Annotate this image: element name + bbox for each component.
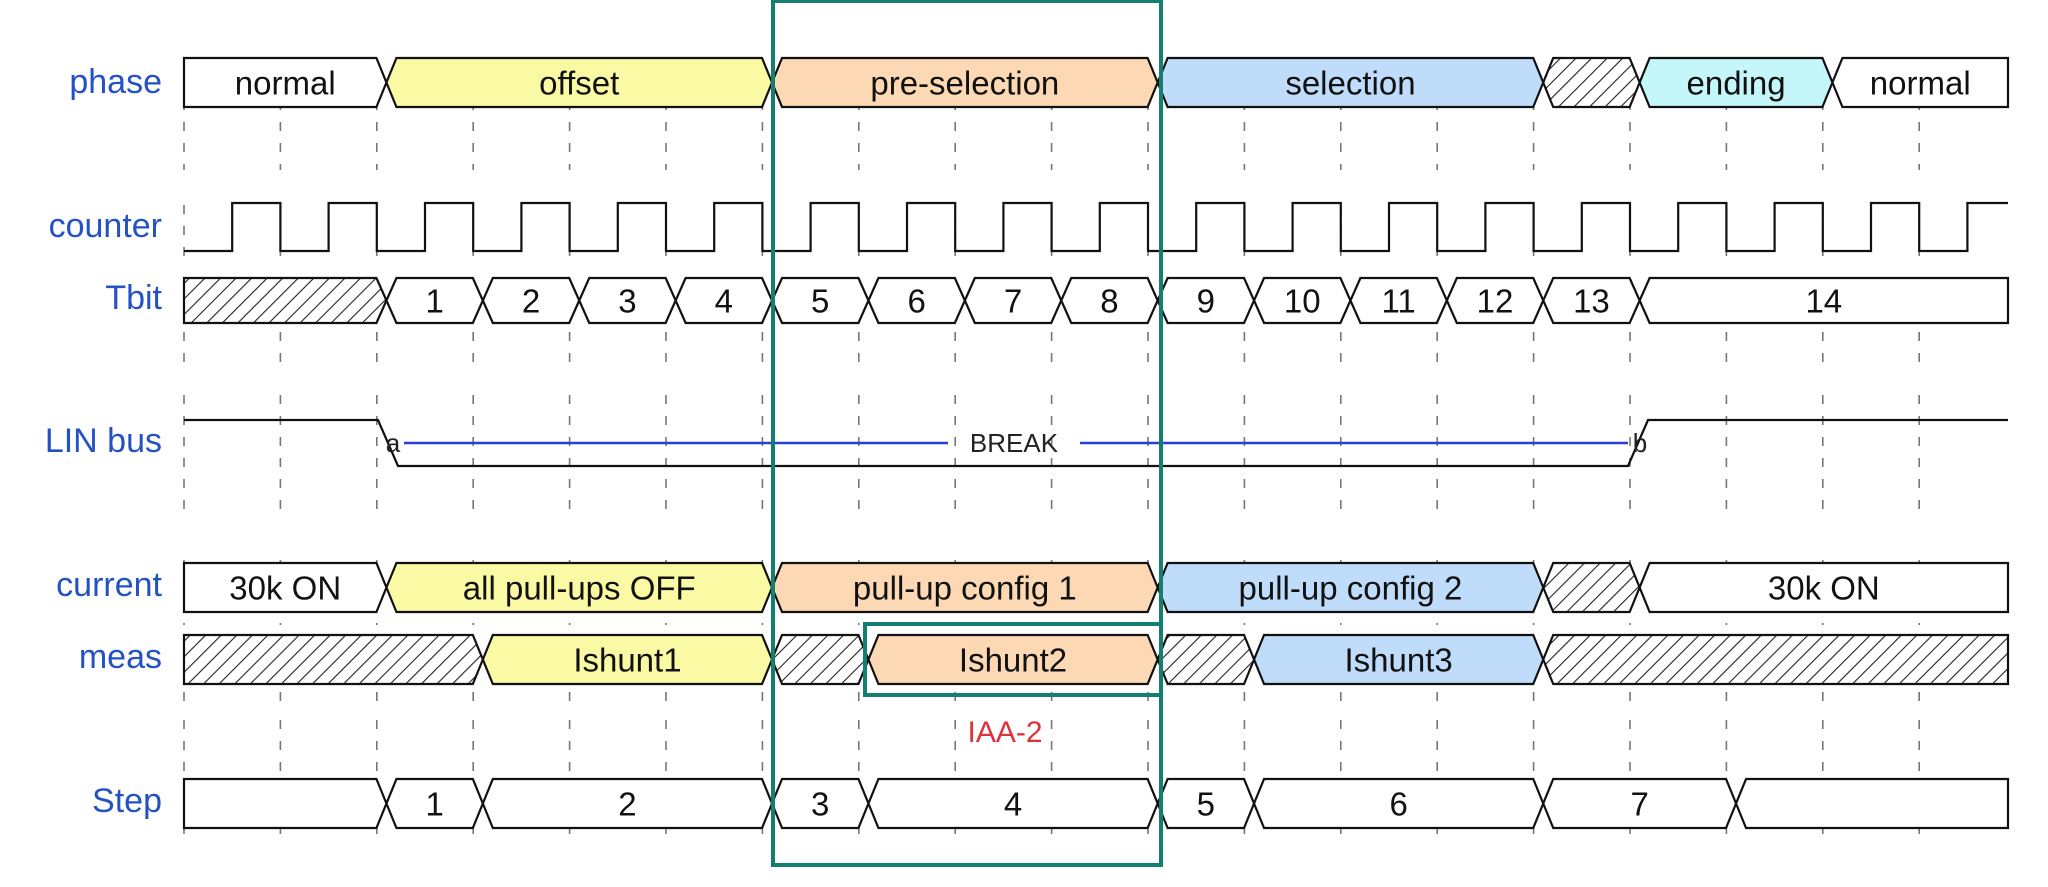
tbit-segment: [1445, 276, 1545, 325]
meas-segment: [867, 633, 1159, 686]
step-segment-label: 6: [1389, 786, 1407, 823]
lin-bus-waveform: a BREAK b: [184, 418, 2008, 468]
current-segment-label: 30k ON: [229, 570, 341, 607]
tbit-segment-label: 14: [1805, 283, 1842, 320]
ishunt2-highlight-box: [863, 622, 1163, 697]
phase-segment: [1831, 56, 2010, 109]
meas-segment: [1156, 633, 1256, 686]
lin-marker-b: b: [1633, 428, 1647, 458]
step-segment-label: 5: [1197, 786, 1215, 823]
step-segment: [1542, 777, 1738, 830]
meas-segment: [1252, 633, 1545, 686]
meas-segment-label: Ishunt3: [1345, 642, 1453, 679]
meas-segment: [182, 633, 485, 686]
tbit-segment-label: 3: [618, 283, 636, 320]
signal-label-step: Step: [92, 782, 162, 820]
current-bus: 30k ON all pull-ups OFF pull-up config 1 pu…: [182, 561, 2010, 614]
step-segment-label: 1: [425, 786, 443, 823]
phase-segment: [1638, 56, 1834, 109]
tbit-segment-label: 11: [1382, 283, 1416, 320]
current-segment: [1156, 561, 1545, 614]
signal-label-lin-bus: LIN bus: [45, 422, 162, 460]
tbit-segment-label: 5: [811, 283, 829, 320]
tbit-segment: [1060, 276, 1159, 325]
meas-segment-label: Ishunt2: [959, 642, 1067, 679]
tbit-segment-label: 13: [1573, 283, 1610, 320]
phase-segment-label: normal: [235, 65, 336, 102]
step-segment: [867, 777, 1159, 830]
counter-square-wave: [184, 201, 2008, 253]
counter-waveform: [184, 201, 2008, 253]
tbit-segment: [1638, 276, 2010, 325]
phase-segment-label: normal: [1870, 65, 1971, 102]
break-label: BREAK: [970, 428, 1059, 458]
tbit-segment-label: 12: [1477, 283, 1514, 320]
phase-segment: [1542, 56, 1641, 109]
lin-bus-line: [184, 418, 2008, 468]
tbit-segment: [963, 276, 1063, 325]
signal-label-tbit: Tbit: [105, 279, 162, 317]
tbit-segment: [1252, 276, 1352, 325]
step-segment-label: 3: [811, 786, 829, 823]
phase-segment-label: selection: [1285, 65, 1415, 102]
step-segment-label: 4: [1004, 786, 1022, 823]
tbit-segment-label: 9: [1197, 283, 1215, 320]
phase-segment: [182, 56, 388, 109]
phase-segment: [1156, 56, 1545, 109]
preselection-highlight-box: [771, 0, 1163, 867]
current-segment-label: 30k ON: [1768, 570, 1880, 607]
tbit-segment-label: 8: [1100, 283, 1118, 320]
signal-label-meas: meas: [79, 638, 162, 676]
tbit-segment-label: 4: [715, 283, 733, 320]
signal-label-phase: phase: [69, 63, 162, 101]
phase-bus: normal offset pre-selection selection ending…: [182, 56, 2010, 109]
current-segment-label: pull-up config 1: [853, 570, 1077, 607]
step-bus: 1 2 3 4 5 6 7: [182, 777, 2010, 830]
tbit-segment-label: 6: [907, 283, 925, 320]
phase-segment-label: pre-selection: [870, 65, 1059, 102]
phase-segment-label: ending: [1686, 65, 1785, 102]
signal-label-current: current: [56, 566, 162, 604]
tbit-segment: [182, 276, 388, 325]
tbit-segment: [578, 276, 677, 325]
meas-bus: Ishunt1 Ishunt2 Ishunt3: [182, 633, 2010, 686]
step-segment: [481, 777, 774, 830]
phase-segment-label: offset: [539, 65, 619, 102]
current-segment-label: all pull-ups OFF: [463, 570, 696, 607]
phase-segment: [385, 56, 774, 109]
current-segment: [1638, 561, 2010, 614]
current-segment: [385, 561, 774, 614]
lin-marker-a: a: [386, 428, 401, 458]
signal-label-counter: counter: [49, 207, 162, 245]
tbit-segment: [385, 276, 485, 325]
tbit-segment: [1156, 276, 1256, 325]
step-segment-label: 7: [1630, 786, 1648, 823]
tbit-segment: [481, 276, 581, 325]
current-segment: [182, 561, 388, 614]
iaa-2-note: IAA-2: [967, 716, 1042, 749]
step-segment: [385, 777, 485, 830]
tbit-segment-label: 10: [1284, 283, 1321, 320]
step-segment-label: 2: [618, 786, 636, 823]
current-segment-label: pull-up config 2: [1239, 570, 1463, 607]
tbit-segment: [1542, 276, 1641, 325]
meas-segment: [770, 633, 870, 686]
tbit-segment-label: 7: [1004, 283, 1022, 320]
meas-segment-label: Ishunt1: [573, 642, 681, 679]
tbit-segment: [1349, 276, 1449, 325]
meas-segment: [481, 633, 774, 686]
step-segment: [1252, 777, 1545, 830]
step-segment: [182, 777, 388, 830]
step-segment: [1156, 777, 1256, 830]
tbit-segment: [867, 276, 967, 325]
step-segment: [1734, 777, 2010, 830]
current-segment: [1542, 561, 1641, 614]
tbit-segment-label: 1: [425, 283, 443, 320]
tbit-segment-label: 2: [522, 283, 540, 320]
meas-segment: [1542, 633, 2010, 686]
tbit-segment: [674, 276, 774, 325]
